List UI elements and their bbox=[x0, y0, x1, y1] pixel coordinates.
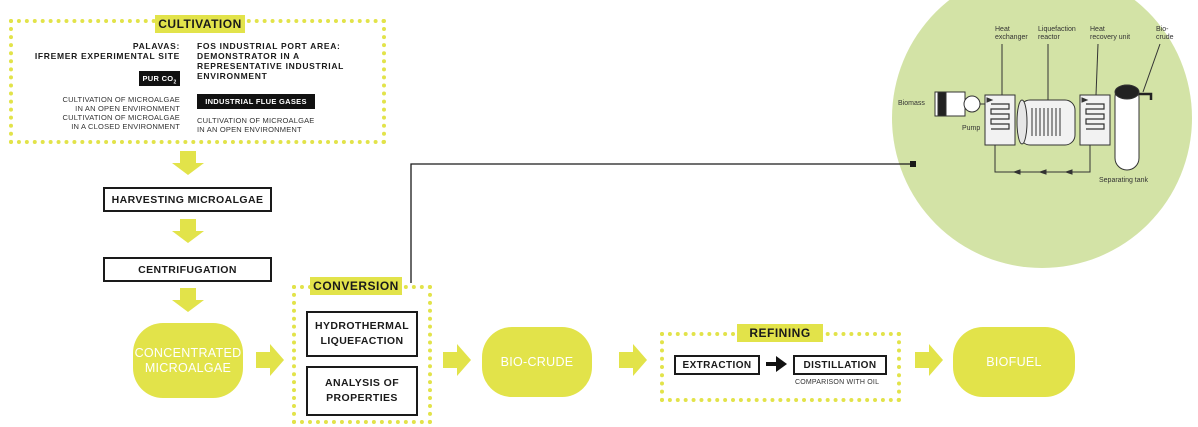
arrow-right-2 bbox=[443, 344, 471, 376]
biofuel-node: BIOFUEL bbox=[953, 327, 1075, 397]
refining-tag: REFINING bbox=[737, 324, 823, 342]
fos-description: CULTIVATION OF MICROALGAE IN AN OPEN ENV… bbox=[197, 116, 315, 134]
htl-schematic bbox=[934, 43, 1161, 175]
arrow-down-1 bbox=[172, 151, 204, 175]
label-pump: Pump bbox=[962, 125, 981, 132]
arrow-down-3 bbox=[172, 288, 204, 312]
harvesting-step: HARVESTING MICROALGAE bbox=[103, 187, 272, 212]
arrow-right-4 bbox=[915, 344, 943, 376]
industrial-flue-gases-badge: INDUSTRIAL FLUE GASES bbox=[197, 94, 315, 109]
distillation-step: DISTILLATION bbox=[793, 355, 887, 375]
palavas-description: CULTIVATION OF MICROALGAE IN AN OPEN ENV… bbox=[62, 95, 180, 131]
label-biomass: Biomass bbox=[898, 100, 925, 107]
heat-exchanger-icon bbox=[984, 94, 1016, 146]
label-bio-crude: Bio-crude bbox=[1156, 26, 1174, 41]
centrifugation-step: CENTRIFUGATION bbox=[103, 257, 272, 282]
arrow-right-3 bbox=[619, 344, 647, 376]
fos-title: FOS INDUSTRIAL PORT AREA: DEMONSTRATOR I… bbox=[197, 41, 345, 81]
extraction-step: EXTRACTION bbox=[674, 355, 760, 375]
cultivation-tag: CULTIVATION bbox=[155, 15, 245, 33]
bio-crude-node: BIO-CRUDE bbox=[482, 327, 592, 397]
palavas-title: PALAVAS: IFREMER EXPERIMENTAL SITE bbox=[34, 41, 180, 61]
extraction-to-distillation-arrow bbox=[766, 356, 787, 372]
pump-icon bbox=[963, 95, 981, 113]
zoom-connector-dot bbox=[910, 161, 916, 167]
flow-arrows bbox=[172, 151, 943, 376]
conversion-tag: CONVERSION bbox=[310, 277, 402, 295]
pur-co2-badge: PUR CO2 bbox=[139, 71, 180, 86]
arrow-right-1 bbox=[256, 344, 284, 376]
comparison-with-oil-note: COMPARISON WITH OIL bbox=[795, 379, 880, 386]
arrow-down-2 bbox=[172, 219, 204, 243]
zoom-connector-line bbox=[410, 163, 913, 283]
heat-recovery-icon bbox=[1079, 94, 1111, 146]
label-separating-tank: Separating tank bbox=[1099, 177, 1149, 184]
